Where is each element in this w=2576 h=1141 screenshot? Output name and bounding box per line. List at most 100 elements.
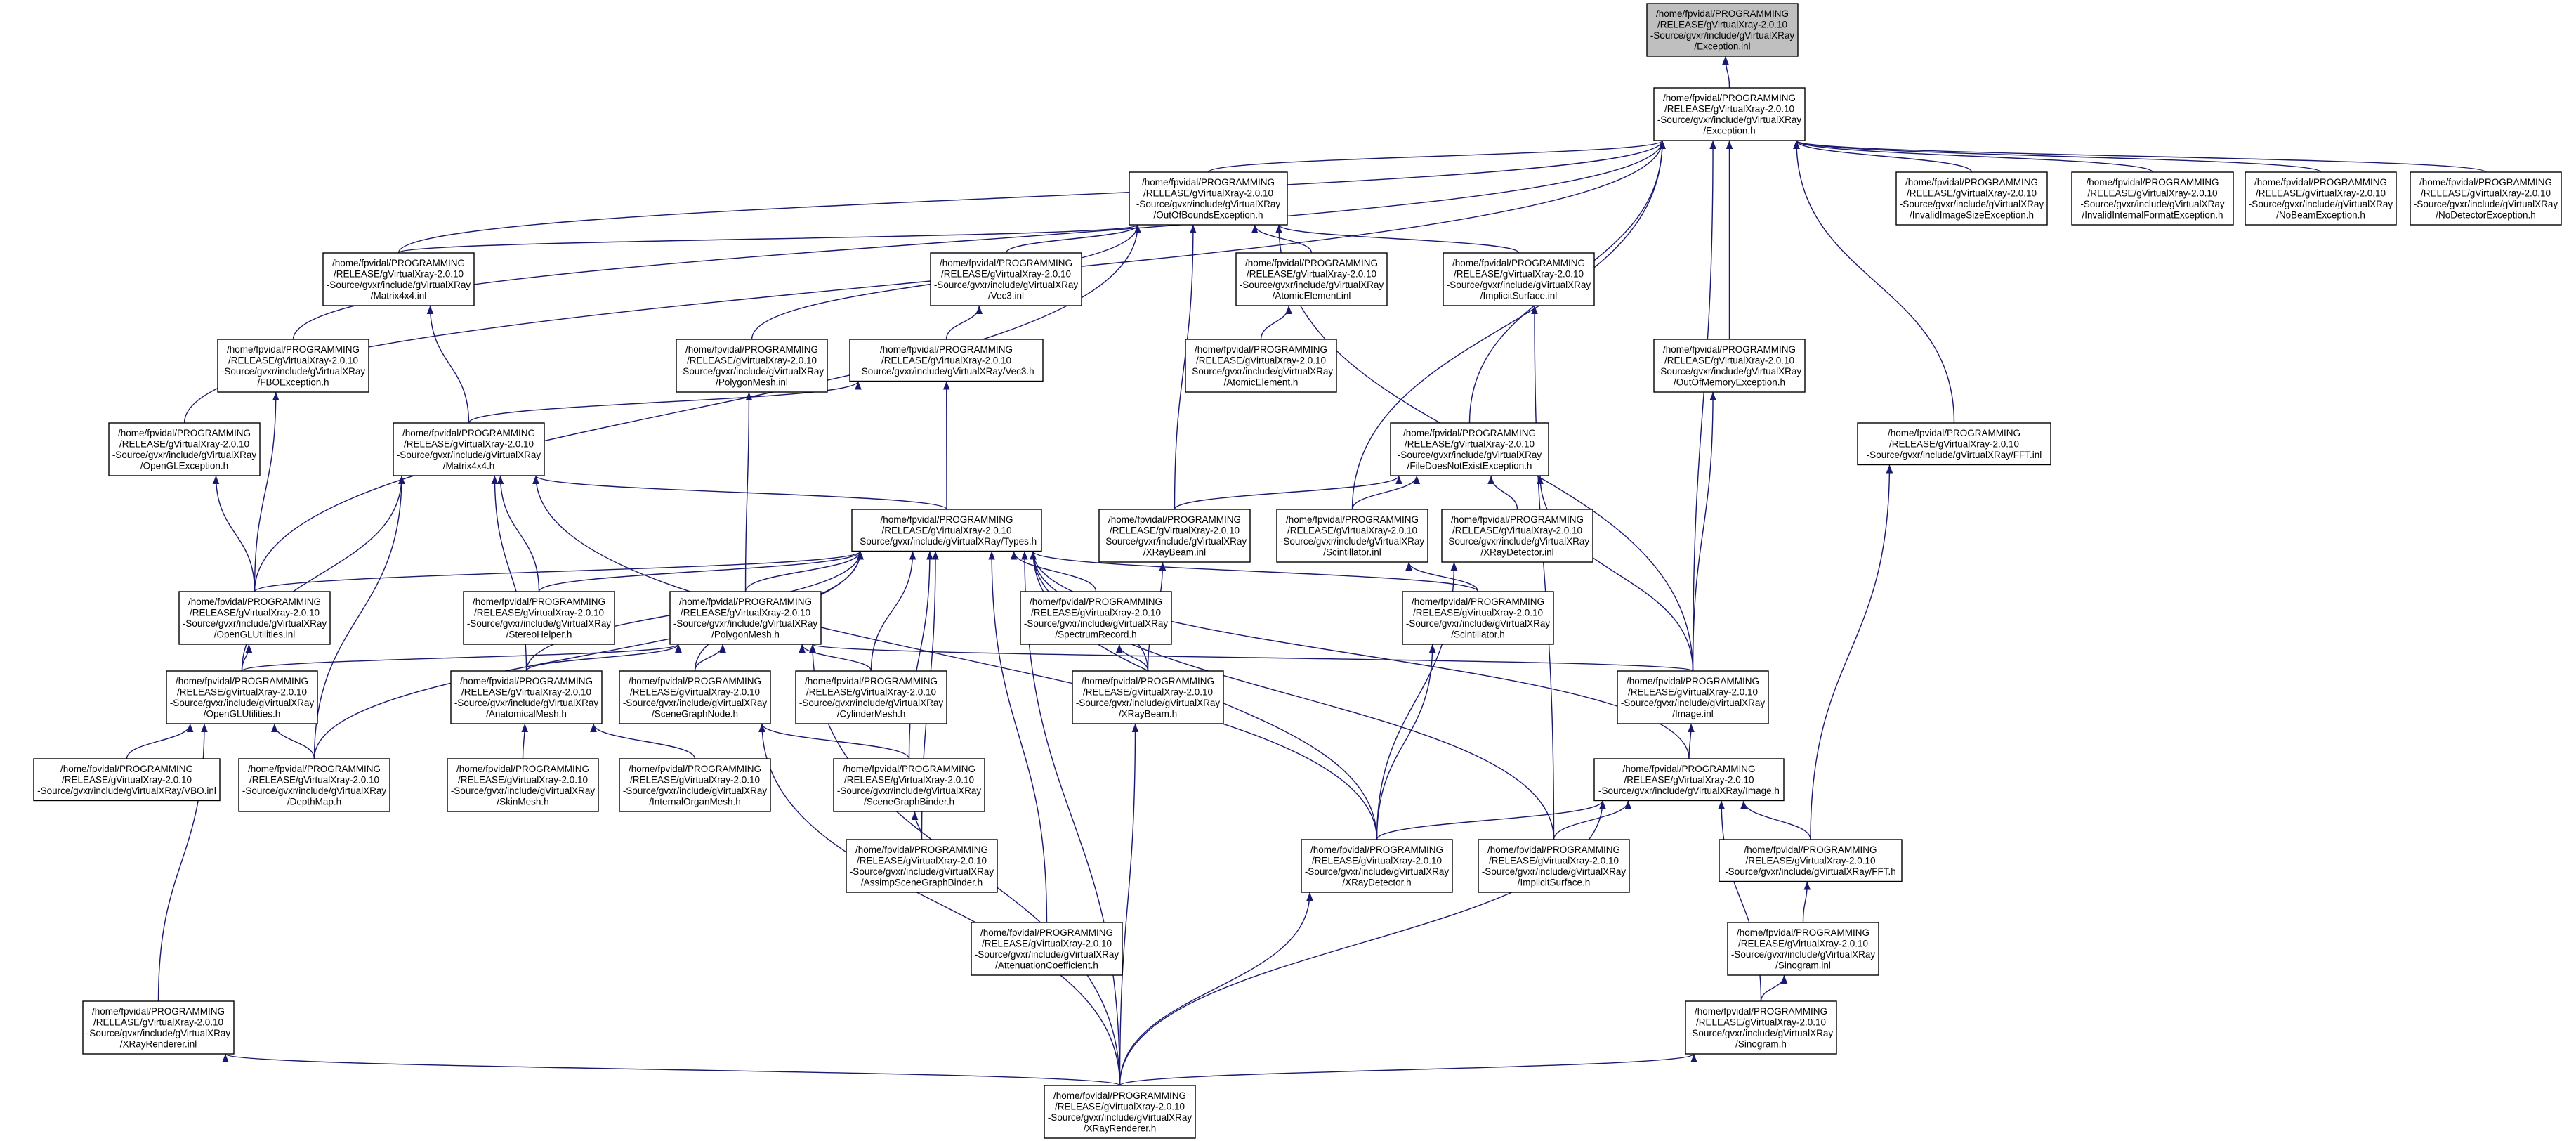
node-label-line: /home/fpvidal/PROGRAMMING [460,676,593,686]
file-node-vec3h[interactable]: /home/fpvidal/PROGRAMMING/RELEASE/gVirtu… [849,339,1044,382]
node-label-line: -Source/gvxr/include/gVirtualXRay [1650,30,1795,41]
node-label-line: -Source/gvxr/include/gVirtualXRay [1024,618,1169,629]
file-node-mat4inl[interactable]: /home/fpvidal/PROGRAMMING/RELEASE/gVirtu… [322,252,475,306]
file-node-implinl[interactable]: /home/fpvidal/PROGRAMMING/RELEASE/gVirtu… [1443,252,1595,306]
node-box [178,591,331,645]
file-node-invfmt[interactable]: /home/fpvidal/PROGRAMMING/RELEASE/gVirtu… [2071,171,2234,226]
node-label-line: /RELEASE/gVirtualXray-2.0.10 [1738,939,1868,949]
file-node-nobeam[interactable]: /home/fpvidal/PROGRAMMING/RELEASE/gVirtu… [2245,171,2397,226]
file-node-stereo[interactable]: /home/fpvidal/PROGRAMMING/RELEASE/gVirtu… [463,591,615,645]
file-node-scene[interactable]: /home/fpvidal/PROGRAMMING/RELEASE/gVirtu… [619,670,771,724]
node-box [33,758,221,802]
file-node-oglutinl[interactable]: /home/fpvidal/PROGRAMMING/RELEASE/gVirtu… [178,591,331,645]
file-node-xdeth[interactable]: /home/fpvidal/PROGRAMMING/RELEASE/gVirtu… [1301,839,1453,893]
node-label-line: -Source/gvxr/include/gVirtualXRay [850,866,994,877]
node-box [1646,3,1799,57]
node-label-line: /RELEASE/gVirtualXray-2.0.10 [881,526,1011,536]
node-label-line: /Scintillator.inl [1323,547,1381,558]
file-node-oglut[interactable]: /home/fpvidal/PROGRAMMING/RELEASE/gVirtu… [166,670,318,724]
file-node-oglexc[interactable]: /home/fpvidal/PROGRAMMING/RELEASE/gVirtu… [108,422,261,476]
file-node-scinth[interactable]: /home/fpvidal/PROGRAMMING/RELEASE/gVirtu… [1402,591,1554,645]
node-label-line: /RELEASE/gVirtualXray-2.0.10 [404,439,534,450]
file-node-sinoinl[interactable]: /home/fpvidal/PROGRAMMING/RELEASE/gVirtu… [1727,922,1879,976]
node-label-line: -Source/gvxr/include/gVirtualXRay [975,949,1119,960]
file-node-ffth[interactable]: /home/fpvidal/PROGRAMMING/RELEASE/gVirtu… [1719,839,1903,882]
edge-fftinl-to-exc-h [1793,140,1955,424]
file-node-implh[interactable]: /home/fpvidal/PROGRAMMING/RELEASE/gVirtu… [1478,839,1630,893]
edge-vec3inl-to-oob-h [1005,224,1141,254]
file-node-nodet[interactable]: /home/fpvidal/PROGRAMMING/RELEASE/gVirtu… [2410,171,2562,226]
file-node-vbo[interactable]: /home/fpvidal/PROGRAMMING/RELEASE/gVirtu… [33,758,221,802]
file-node-xbeamh[interactable]: /home/fpvidal/PROGRAMMING/RELEASE/gVirtu… [1072,670,1224,724]
file-node-invimg[interactable]: /home/fpvidal/PROGRAMMING/RELEASE/gVirtu… [1895,171,2048,226]
node-box [1593,758,1785,802]
node-label-line: /SpectrumRecord.h [1055,630,1136,640]
node-label-line: /home/fpvidal/PROGRAMMING [1053,1090,1186,1101]
node-label-line: /RELEASE/gVirtualXray-2.0.10 [249,775,379,785]
edge-scene-to-polyh [694,644,726,672]
node-label-line: /RELEASE/gVirtualXray-2.0.10 [458,775,588,785]
node-label-line: /home/fpvidal/PROGRAMMING [60,764,193,774]
file-node-atominl[interactable]: /home/fpvidal/PROGRAMMING/RELEASE/gVirtu… [1235,252,1388,306]
node-label-line: -Source/gvxr/include/gVirtualXRay [1731,949,1876,960]
file-node-atomh[interactable]: /home/fpvidal/PROGRAMMING/RELEASE/gVirtu… [1185,339,1337,393]
node-label-line: /CylinderMesh.h [837,709,906,719]
edge-scintinl-to-exc-h [1351,140,1666,510]
node-label-line: -Source/gvxr/include/gVirtualXRay [1657,366,1802,377]
file-node-xrendh[interactable]: /home/fpvidal/PROGRAMMING/RELEASE/gVirtu… [1044,1085,1196,1139]
node-label-line: /RELEASE/gVirtualXray-2.0.10 [1745,856,1875,866]
file-node-polyh[interactable]: /home/fpvidal/PROGRAMMING/RELEASE/gVirtu… [669,591,822,645]
node-label-line: /home/fpvidal/PROGRAMMING [1082,676,1214,686]
node-box [108,422,261,476]
file-node-imginl[interactable]: /home/fpvidal/PROGRAMMING/RELEASE/gVirtu… [1617,670,1769,724]
file-node-oob-h[interactable]: /home/fpvidal/PROGRAMMING/RELEASE/gVirtu… [1129,171,1288,226]
file-node-anat[interactable]: /home/fpvidal/PROGRAMMING/RELEASE/gVirtu… [450,670,603,724]
file-node-oom[interactable]: /home/fpvidal/PROGRAMMING/RELEASE/gVirtu… [1653,339,1806,393]
file-node-fbo[interactable]: /home/fpvidal/PROGRAMMING/RELEASE/gVirtu… [217,339,369,393]
file-node-exc-h[interactable]: /home/fpvidal/PROGRAMMING/RELEASE/gVirtu… [1653,87,1806,141]
file-node-skin[interactable]: /home/fpvidal/PROGRAMMING/RELEASE/gVirtu… [447,758,599,812]
node-label-line: /RELEASE/gVirtualXray-2.0.10 [1405,439,1535,450]
file-node-attn[interactable]: /home/fpvidal/PROGRAMMING/RELEASE/gVirtu… [971,922,1123,976]
edge-oglutinl-to-oob-h [254,224,1141,592]
file-node-binder[interactable]: /home/fpvidal/PROGRAMMING/RELEASE/gVirtu… [833,758,985,812]
file-node-vec3inl[interactable]: /home/fpvidal/PROGRAMMING/RELEASE/gVirtu… [930,252,1082,306]
node-label-line: /OutOfBoundsException.h [1153,210,1263,221]
node-label-line: /RELEASE/gVirtualXray-2.0.10 [844,775,974,785]
file-node-types[interactable]: /home/fpvidal/PROGRAMMING/RELEASE/gVirtu… [851,509,1042,552]
file-node-assimp[interactable]: /home/fpvidal/PROGRAMMING/RELEASE/gVirtu… [846,839,998,893]
edge-scintinl-to-fdne [1351,475,1421,510]
edge-depth-to-oglut [271,723,315,759]
edge-attn-to-types [988,551,1048,923]
node-label-line: /home/fpvidal/PROGRAMMING [176,676,308,686]
edge-oglut-to-oglutinl [241,644,253,672]
edge-invimg-to-exc-h [1793,140,1973,173]
file-node-mat4h[interactable]: /home/fpvidal/PROGRAMMING/RELEASE/gVirtu… [393,422,545,476]
file-node-cyl[interactable]: /home/fpvidal/PROGRAMMING/RELEASE/gVirtu… [795,670,947,724]
file-node-organ[interactable]: /home/fpvidal/PROGRAMMING/RELEASE/gVirtu… [619,758,771,812]
edge-xdeth-to-mat4h [532,475,1378,840]
file-node-spec[interactable]: /home/fpvidal/PROGRAMMING/RELEASE/gVirtu… [1020,591,1172,645]
node-label-line: /DepthMap.h [287,797,341,807]
node-box [1129,171,1288,226]
file-node-depth[interactable]: /home/fpvidal/PROGRAMMING/RELEASE/gVirtu… [238,758,390,812]
file-node-sinoh[interactable]: /home/fpvidal/PROGRAMMING/RELEASE/gVirtu… [1685,1000,1837,1055]
node-label-line: /home/fpvidal/PROGRAMMING [1627,676,1759,686]
file-node-scintinl[interactable]: /home/fpvidal/PROGRAMMING/RELEASE/gVirtu… [1276,509,1428,563]
node-label-line: /home/fpvidal/PROGRAMMING [1030,596,1162,607]
file-node-xrendinl[interactable]: /home/fpvidal/PROGRAMMING/RELEASE/gVirtu… [82,1000,235,1055]
edge-implinl-to-oob-h [1275,224,1520,254]
node-box [851,509,1042,552]
file-node-fftinl[interactable]: /home/fpvidal/PROGRAMMING/RELEASE/gVirtu… [1857,422,2051,466]
file-node-xbeaminl[interactable]: /home/fpvidal/PROGRAMMING/RELEASE/gVirtu… [1098,509,1251,563]
node-box [2410,171,2562,226]
node-label-line: /home/fpvidal/PROGRAMMING [1905,177,2038,188]
file-node-fdne[interactable]: /home/fpvidal/PROGRAMMING/RELEASE/gVirtu… [1390,422,1549,476]
file-node-exc-inl[interactable]: /home/fpvidal/PROGRAMMING/RELEASE/gVirtu… [1646,3,1799,57]
file-node-polyinl[interactable]: /home/fpvidal/PROGRAMMING/RELEASE/gVirtu… [676,339,828,393]
node-box [971,922,1123,976]
edge-sinoh-to-sinoinl [1760,974,1788,1002]
edge-xbeaminl-to-fdne [1174,475,1402,510]
file-node-imgh[interactable]: /home/fpvidal/PROGRAMMING/RELEASE/gVirtu… [1593,758,1785,802]
file-node-xdetinl[interactable]: /home/fpvidal/PROGRAMMING/RELEASE/gVirtu… [1441,509,1593,563]
